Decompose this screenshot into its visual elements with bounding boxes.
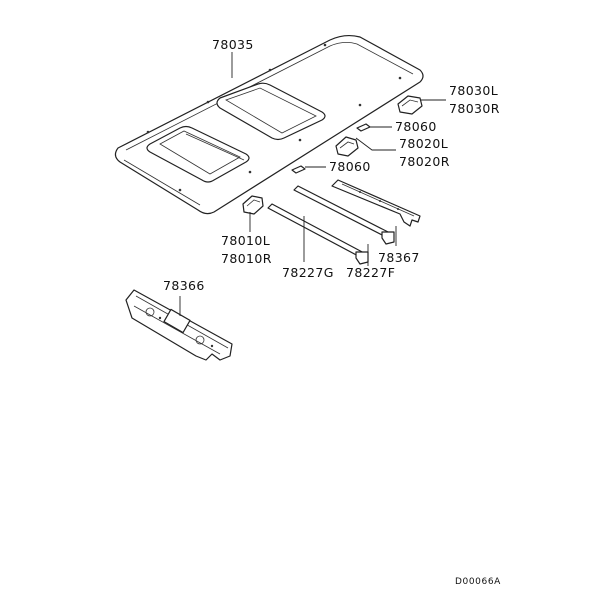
label-mid-bracket-l: 78020L xyxy=(399,136,448,151)
front-roof-header xyxy=(125,289,233,361)
label-clip-upper: 78060 xyxy=(395,119,437,134)
roof-rail-f xyxy=(293,185,395,245)
callout-labels: 78035 78030L 78030R 78060 78020L 78020R … xyxy=(163,37,501,587)
label-rear-bracket-l: 78030L xyxy=(449,83,498,98)
leader-lines xyxy=(179,52,446,316)
rear-bracket xyxy=(397,95,423,115)
label-rear-bow: 78367 xyxy=(378,250,420,265)
label-roof-panel: 78035 xyxy=(212,37,254,52)
diagram-code: D00066A xyxy=(455,577,501,587)
mid-bracket xyxy=(335,136,359,157)
roof-rail-g xyxy=(267,203,369,265)
label-front-header: 78366 xyxy=(163,278,205,293)
clip-upper xyxy=(356,123,371,132)
front-bracket xyxy=(242,195,264,215)
rear-roof-bow xyxy=(331,179,421,227)
label-rear-bracket-r: 78030R xyxy=(449,101,500,116)
clip-lower xyxy=(291,165,306,174)
label-front-bracket-l: 78010L xyxy=(221,233,270,248)
label-clip-lower: 78060 xyxy=(329,159,371,174)
label-rail-g: 78227G xyxy=(282,265,334,280)
label-mid-bracket-r: 78020R xyxy=(399,154,450,169)
label-rail-f: 78227F xyxy=(346,265,395,280)
roof-panel xyxy=(114,34,424,215)
label-front-bracket-r: 78010R xyxy=(221,251,272,266)
